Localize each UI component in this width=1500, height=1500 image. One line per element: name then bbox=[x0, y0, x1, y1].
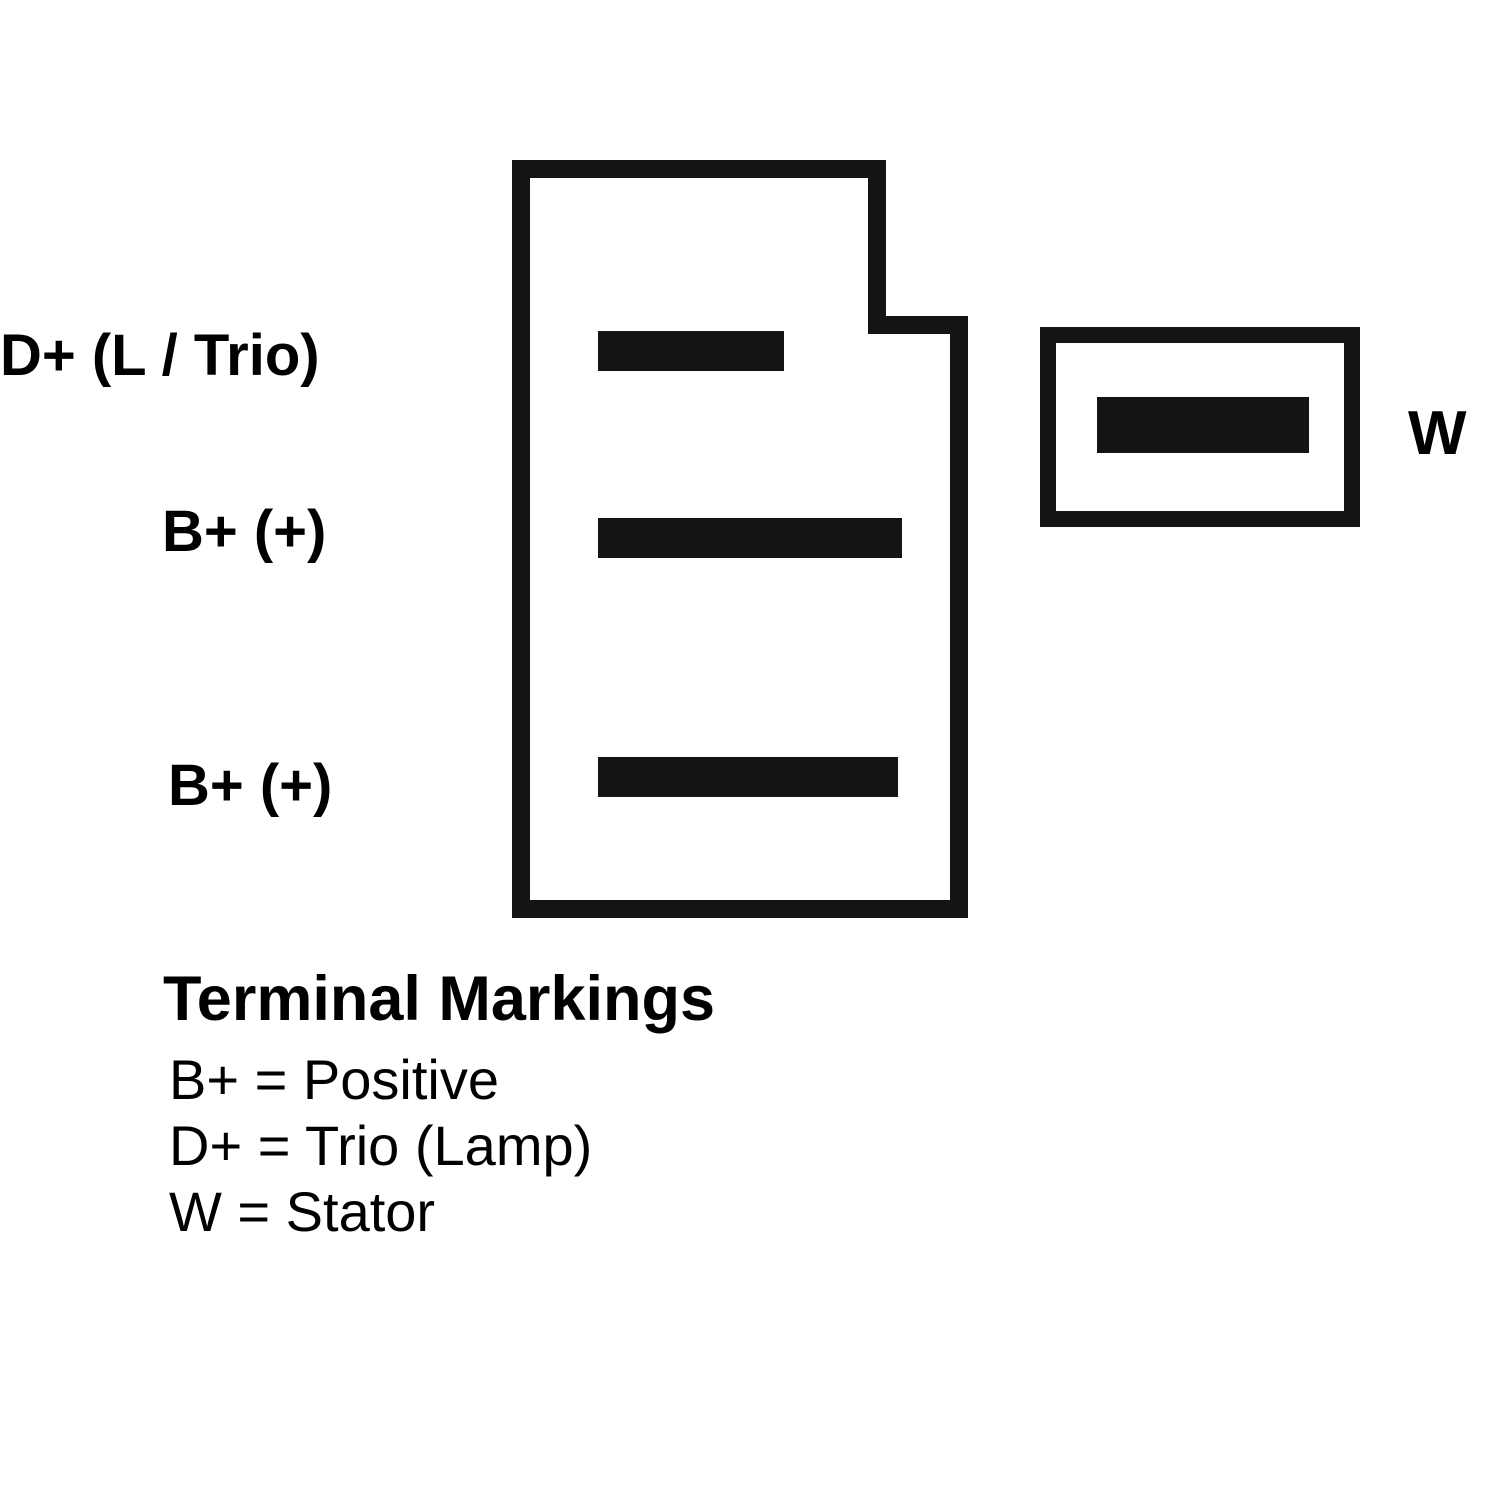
legend-title: Terminal Markings bbox=[163, 964, 715, 1034]
legend-line-b-plus: B+ = Positive bbox=[169, 1048, 499, 1111]
terminal-label-w: W bbox=[1408, 399, 1467, 468]
terminal-blade-b-plus-lower bbox=[598, 757, 898, 797]
legend-line-d-plus: D+ = Trio (Lamp) bbox=[169, 1114, 593, 1178]
terminal-blade-d-plus bbox=[598, 331, 784, 371]
terminal-blade-w bbox=[1097, 397, 1309, 453]
legend: Terminal Markings B+ = Positive D+ = Tri… bbox=[163, 968, 1063, 1245]
terminal-blade-b-plus-upper bbox=[598, 518, 902, 558]
terminal-label-d-plus: D+ (L / Trio) bbox=[0, 323, 320, 388]
terminal-label-b-plus-lower: B+ (+) bbox=[168, 753, 333, 818]
legend-line-w: W = Stator bbox=[169, 1180, 436, 1244]
terminal-label-b-plus-upper: B+ (+) bbox=[162, 499, 327, 564]
